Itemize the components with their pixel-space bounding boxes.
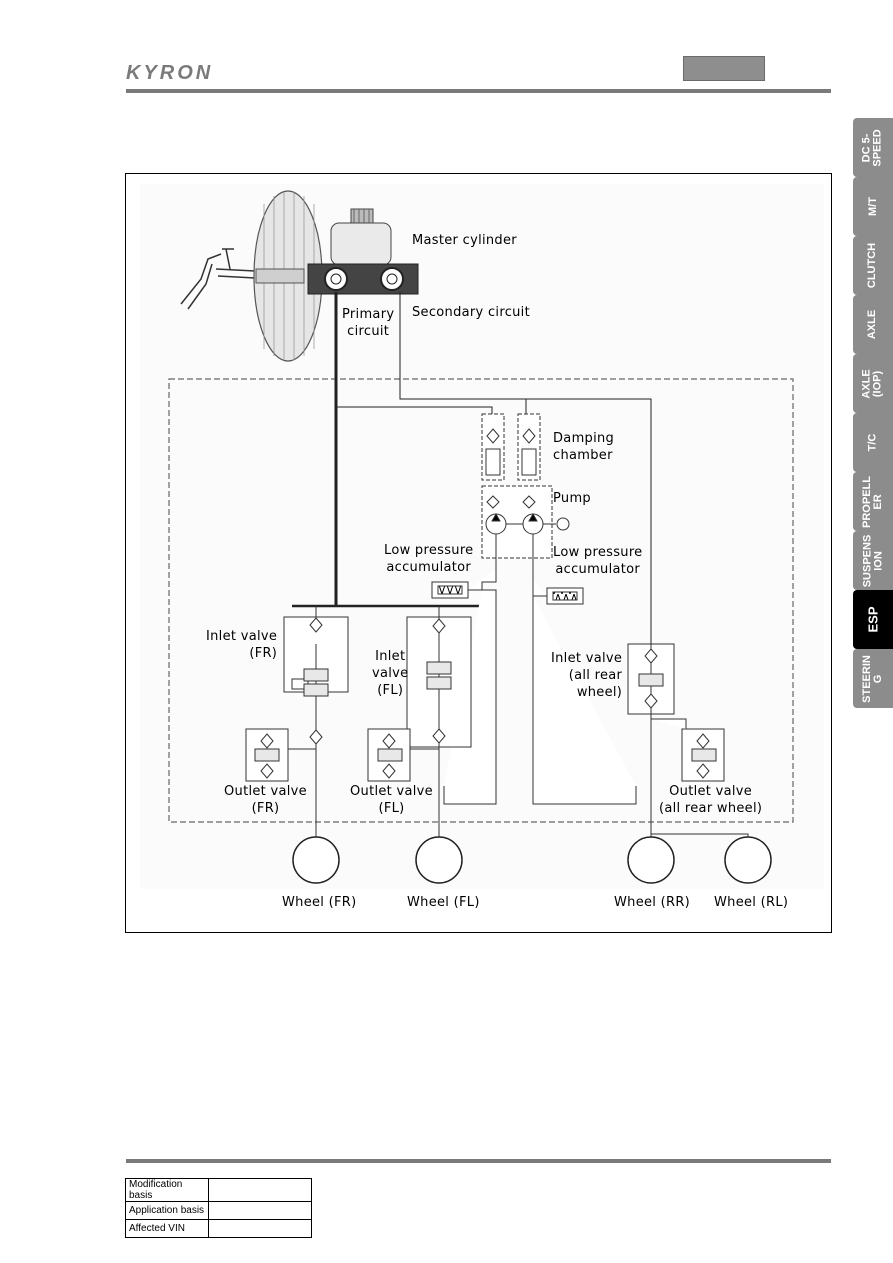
- outlet-valve-fl-label: Outlet valve (FL): [350, 784, 433, 816]
- inlet-valve-rear-label: Inlet valve (all rear wheel): [551, 651, 623, 700]
- pump: [481, 485, 570, 579]
- tab-esp[interactable]: ESP: [853, 590, 893, 649]
- header-section-box: [683, 56, 765, 81]
- tab-dc-5-speed[interactable]: DC 5- SPEED: [853, 118, 893, 177]
- master-cylinder: [307, 208, 419, 295]
- tab-steering[interactable]: STEERIN G: [853, 649, 893, 708]
- brand-logo: KYRON: [126, 62, 214, 84]
- outlet-valve-rear-label: Outlet valve (all rear wheel): [659, 784, 763, 816]
- pump-label: Pump: [553, 491, 591, 506]
- low-pressure-accumulator: [431, 569, 637, 805]
- affected-vin-label: Affected VIN: [125, 1219, 209, 1238]
- hydraulic-circuit-drawing: [140, 184, 824, 889]
- inlet-valve-fr-label: Inlet valve (FR): [206, 629, 278, 661]
- hydraulic-unit-boundary: [168, 378, 794, 823]
- tab-clutch[interactable]: CLUTCH: [853, 236, 893, 295]
- wheel-fl: [415, 836, 463, 884]
- outlet-valve-fr-label: Outlet valve (FR): [224, 784, 307, 816]
- low-pressure-accumulator-left-label: Low pressure accumulator: [384, 543, 474, 575]
- damping-chamber: [481, 413, 541, 481]
- inlet-valve-fl: [406, 606, 472, 792]
- damping-chamber-label: Damping chamber: [553, 431, 615, 463]
- modification-basis-value: [208, 1178, 312, 1202]
- wheel-fr-label: Wheel (FR): [282, 895, 357, 910]
- tab-t-c[interactable]: T/C: [853, 413, 893, 472]
- outlet-valve-rear: [651, 718, 725, 782]
- affected-vin-value: [208, 1219, 312, 1238]
- table-row: Modification basis: [125, 1178, 312, 1202]
- header-divider: [126, 89, 831, 93]
- wheel-rl-label: Wheel (RL): [714, 895, 789, 910]
- inlet-valve-fl-label: Inlet valve (FL): [372, 649, 409, 698]
- tab-m-t[interactable]: M/T: [853, 177, 893, 236]
- tab-axle-iop[interactable]: AXLE (IOP): [853, 354, 893, 413]
- outlet-valve-fl: [367, 728, 439, 782]
- outlet-valve-fr: [245, 728, 316, 782]
- brake-pedal: [180, 248, 257, 310]
- tab-axle[interactable]: AXLE: [853, 295, 893, 354]
- brake-booster: [253, 190, 323, 362]
- inlet-valve-rear: [627, 643, 675, 792]
- application-basis-value: [208, 1201, 312, 1220]
- tab-propeller[interactable]: PROPELL ER: [853, 472, 893, 531]
- master-cylinder-label: Master cylinder: [412, 233, 517, 248]
- table-row: Affected VIN: [125, 1219, 312, 1238]
- application-basis-label: Application basis: [125, 1201, 209, 1220]
- modification-basis-label: Modification basis: [125, 1178, 209, 1202]
- footer-divider: [126, 1159, 831, 1163]
- table-row: Application basis: [125, 1201, 312, 1220]
- wheel-rl: [724, 836, 772, 884]
- inlet-valve-fr: [283, 606, 349, 749]
- wheel-rr: [627, 836, 675, 884]
- primary-circuit-label: Primary circuit: [342, 307, 395, 339]
- revision-info-table: Modification basis Application basis Aff…: [125, 1178, 312, 1238]
- wheel-fl-label: Wheel (FL): [407, 895, 480, 910]
- secondary-circuit-label: Secondary circuit: [412, 305, 530, 320]
- esp-hydraulic-diagram: Master cylinder Primary circuit Secondar…: [125, 173, 832, 933]
- low-pressure-accumulator-right-label: Low pressure accumulator: [553, 545, 643, 577]
- tab-suspension[interactable]: SUSPENS ION: [853, 531, 893, 590]
- wheel-fr: [292, 836, 340, 884]
- wheel-rr-label: Wheel (RR): [614, 895, 691, 910]
